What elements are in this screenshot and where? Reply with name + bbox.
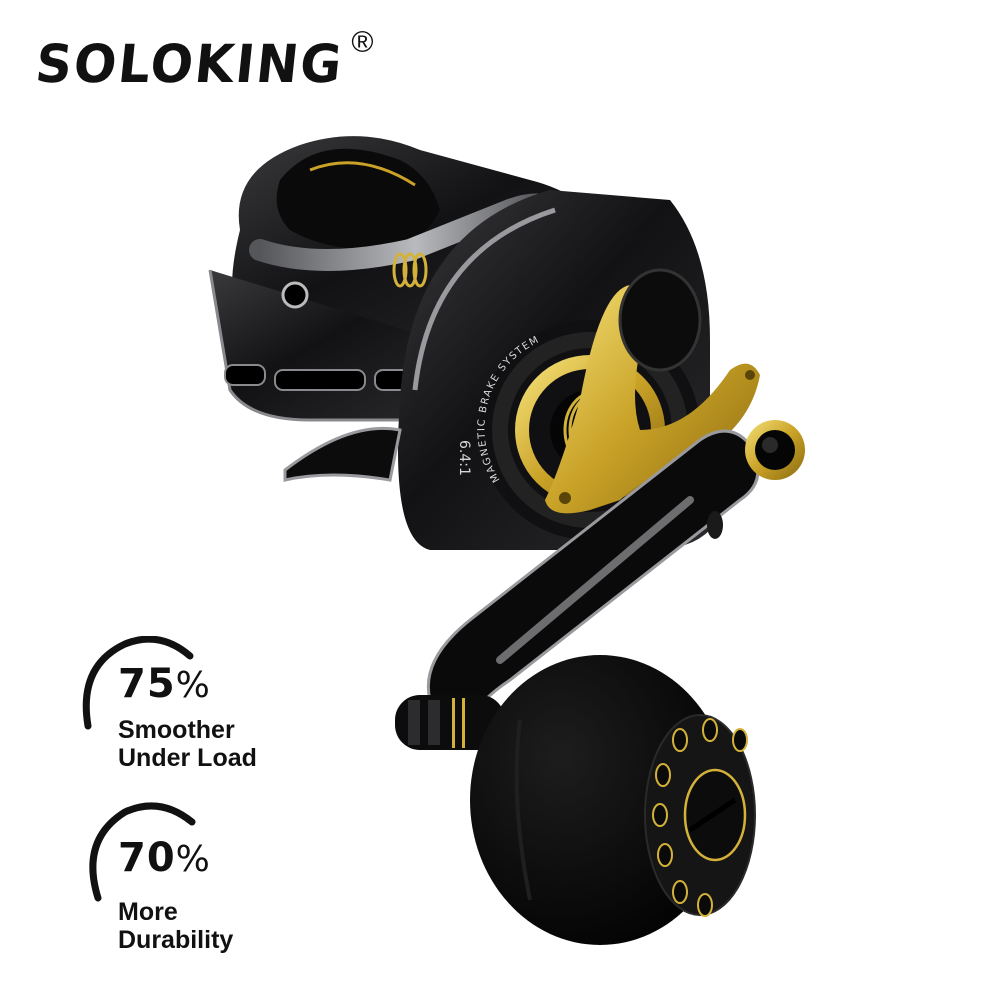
brand-logo: SOLOKING ®	[32, 28, 374, 95]
handle-knob	[470, 655, 756, 945]
stat-value: 75%	[118, 661, 211, 707]
fishing-reel-image: MAGNETIC BRAKE SYSTEM 6.4:1	[208, 136, 805, 945]
brand-name: SOLOKING	[32, 33, 347, 95]
handle-stem	[395, 695, 505, 750]
stat-smoother: 75% Smoother Under Load	[80, 636, 320, 776]
stat-durability: 70% More Durability	[80, 800, 320, 960]
handle-arm	[426, 420, 805, 723]
arc-icon	[82, 636, 194, 730]
gear-ratio-text: 6.4:1	[456, 440, 472, 476]
thumb-trigger	[283, 426, 402, 482]
arc-icon	[89, 802, 196, 902]
stat-label: More Durability	[118, 898, 234, 954]
stat-label: Smoother Under Load	[118, 716, 257, 772]
stat-value: 70%	[118, 835, 211, 881]
registered-trademark-icon: ®	[351, 26, 374, 59]
